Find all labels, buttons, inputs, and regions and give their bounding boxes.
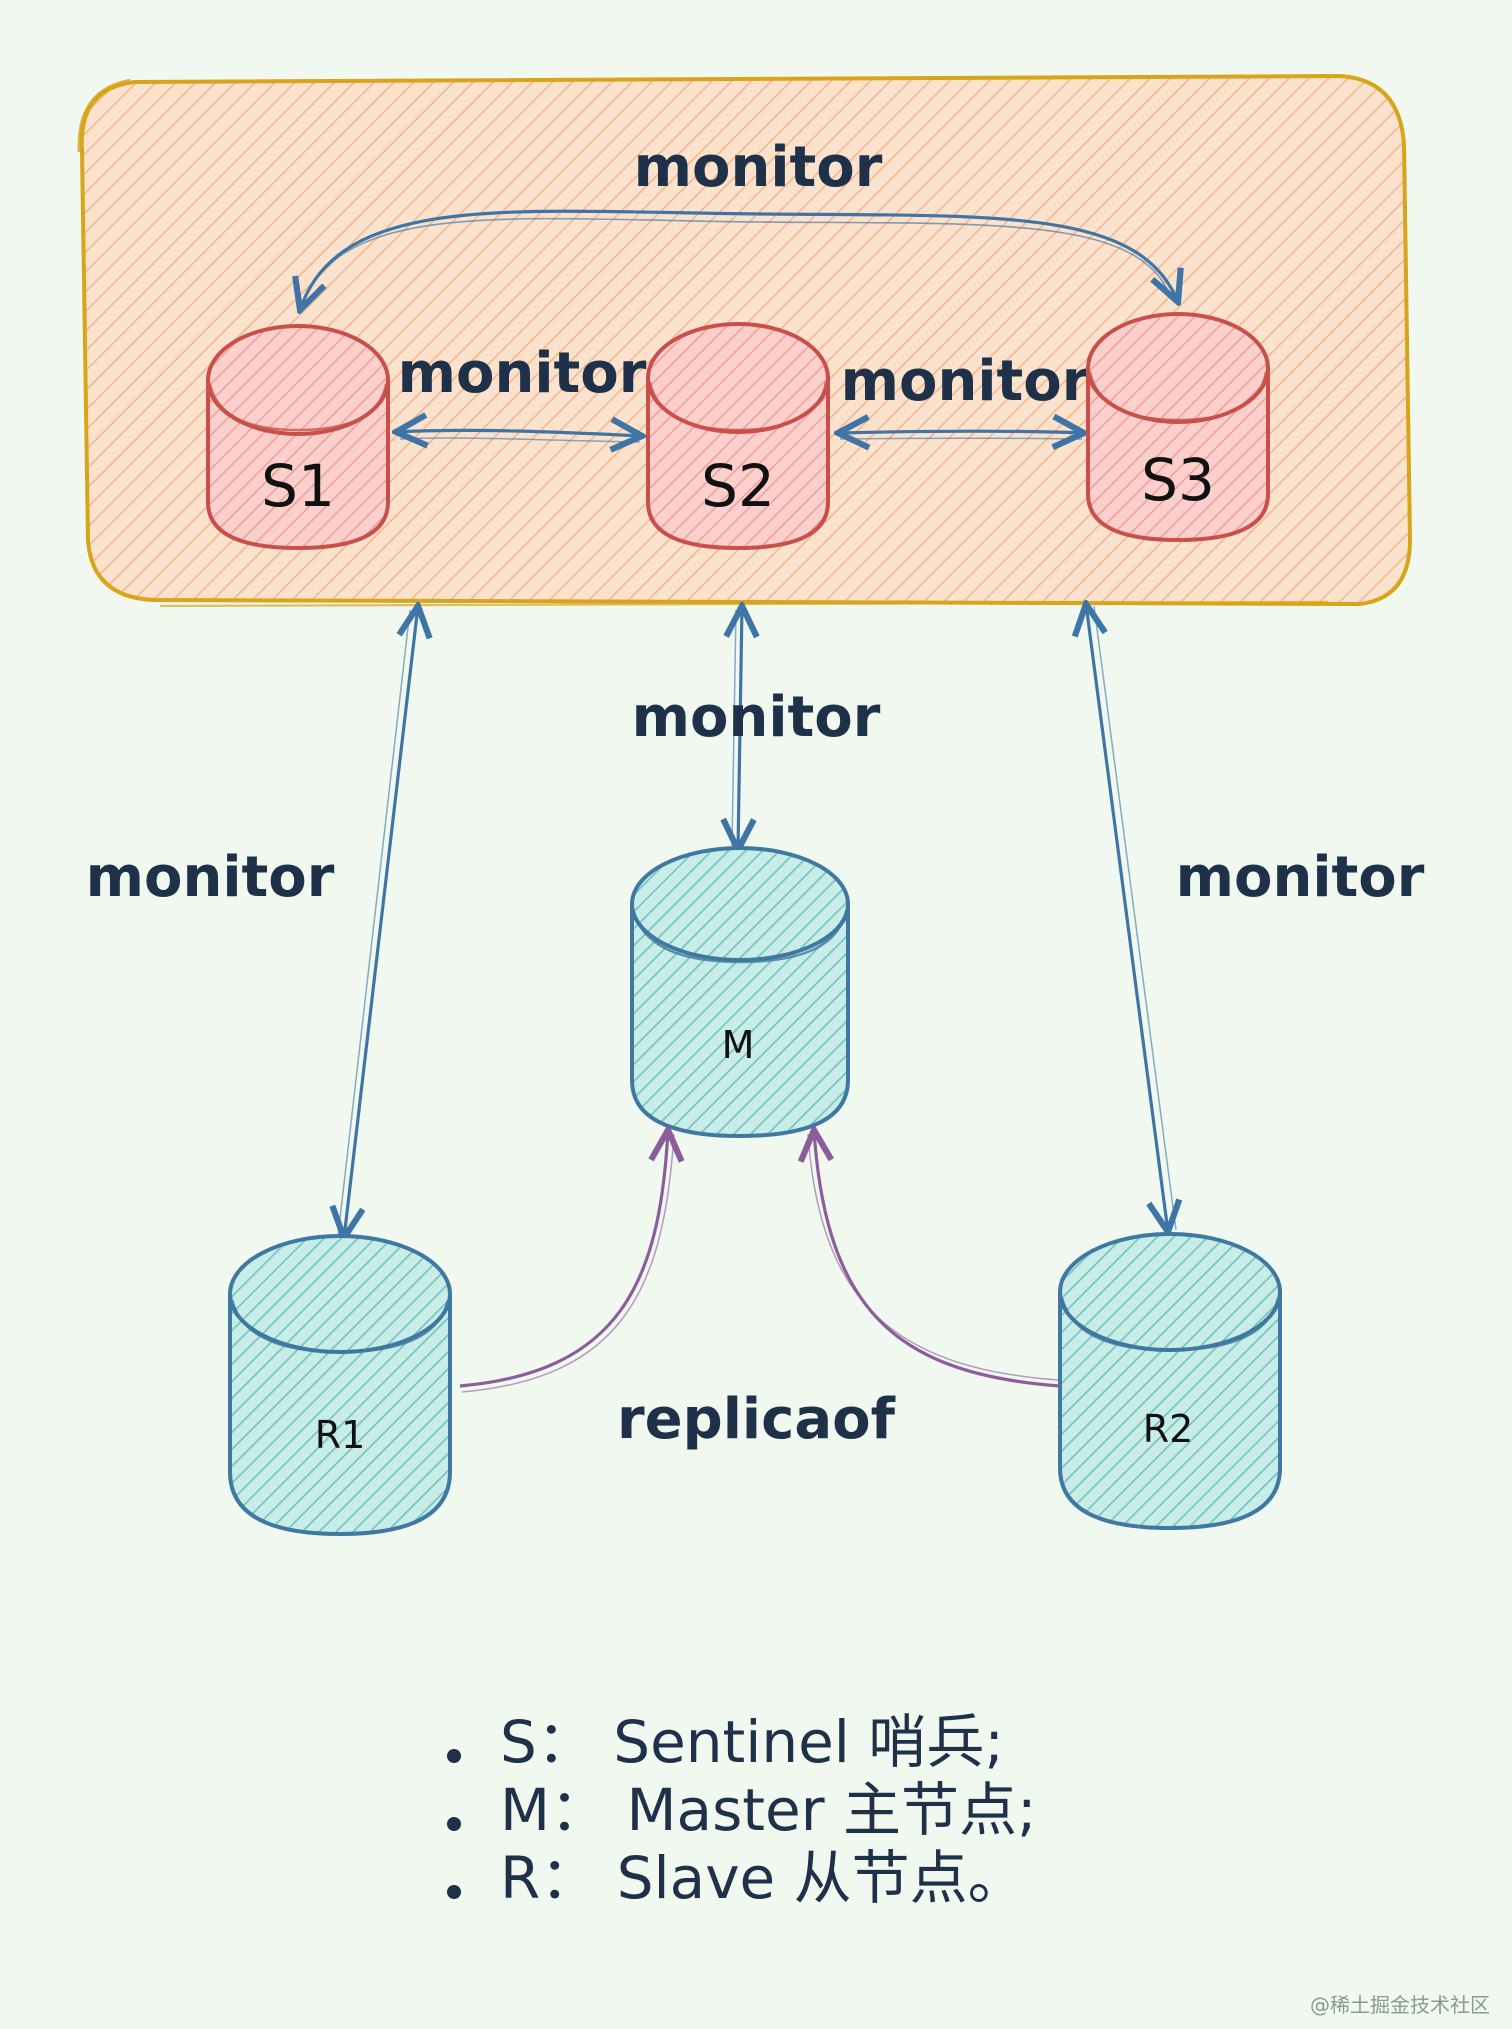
m-label: M [722,1023,755,1067]
s2-s3-monitor-label: monitor [841,349,1090,414]
left-monitor-label: monitor [86,845,335,910]
replica-r2: R2 [1058,1232,1282,1531]
legend-bullet [447,1749,461,1763]
legend: S： Sentinel 哨兵; M： Master 主节点; R： Slave … [447,1708,1037,1912]
r1-label: R1 [315,1413,366,1457]
monitor-arrow-group-r2 [1086,604,1168,1232]
s2-label: S2 [701,452,775,520]
replicaof-arrow-r1-m [459,1130,668,1388]
master-m: M [630,846,850,1139]
watermark: @稀土掘金技术社区 [1310,1993,1490,2017]
legend-item-slave: R： Slave 从节点。 [500,1844,1026,1912]
legend-bullet [447,1885,461,1899]
sentinel-s1: S1 [206,324,390,551]
s3-label: S3 [1141,446,1215,514]
s1-label: S1 [261,452,335,520]
legend-item-master: M： Master 主节点; [500,1776,1037,1844]
legend-item-sentinel: S： Sentinel 哨兵; [500,1708,1004,1776]
monitor-arrow-s1-s3 [300,209,1178,310]
sentinel-s3: S3 [1086,312,1270,543]
legend-bullet [447,1817,461,1831]
monitor-arrow-group-m [738,606,742,850]
monitor-arrow-group-r1 [344,606,418,1238]
top-monitor-label: monitor [634,135,883,200]
replica-r1: R1 [228,1234,452,1537]
sentinel-s2: S2 [646,322,830,551]
replicaof-arrow-r2-m [814,1130,1061,1388]
right-monitor-label: monitor [1176,845,1425,910]
r2-label: R2 [1143,1407,1194,1451]
s1-s2-monitor-label: monitor [398,341,647,406]
monitor-arrow-s2-s3 [838,431,1084,433]
replicaof-label: replicaof [617,1387,896,1452]
master-monitor-label: monitor [632,685,881,750]
monitor-arrow-s1-s2 [396,430,642,436]
